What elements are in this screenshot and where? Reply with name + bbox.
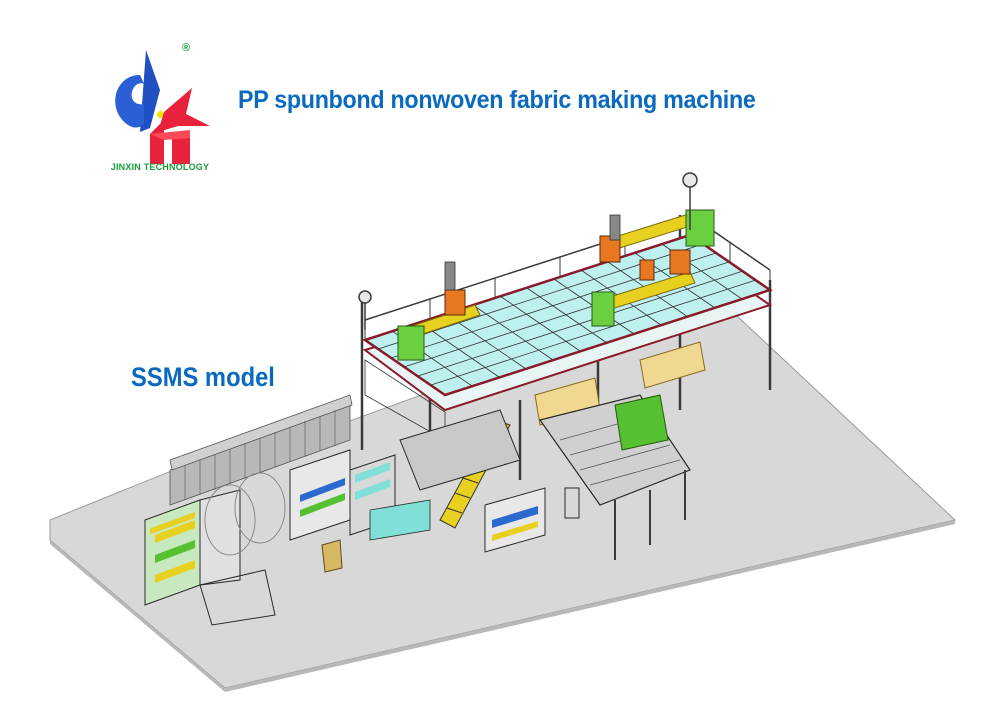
control-box-icon xyxy=(321,539,343,573)
jinxin-logo-icon xyxy=(115,50,210,164)
spinning-beam-icon xyxy=(399,409,521,491)
extruder-units-icon xyxy=(397,209,715,361)
filter-panel-bank-icon xyxy=(169,394,353,506)
model-label: SSMS model xyxy=(131,362,275,392)
calender-machine-icon xyxy=(539,394,691,560)
page-title: PP spunbond nonwoven fabric making machi… xyxy=(238,86,756,114)
exhaust-duct-icon xyxy=(358,172,698,330)
slitter-machine-icon xyxy=(289,449,431,541)
registered-mark: ® xyxy=(182,42,191,54)
rewinder-icon xyxy=(484,487,580,553)
company-name: JINXIN TECHNOLOGY xyxy=(110,162,210,172)
winder-machine-icon xyxy=(144,472,286,626)
company-logo: ® JINXIN TECHNOLOGY xyxy=(100,40,220,180)
